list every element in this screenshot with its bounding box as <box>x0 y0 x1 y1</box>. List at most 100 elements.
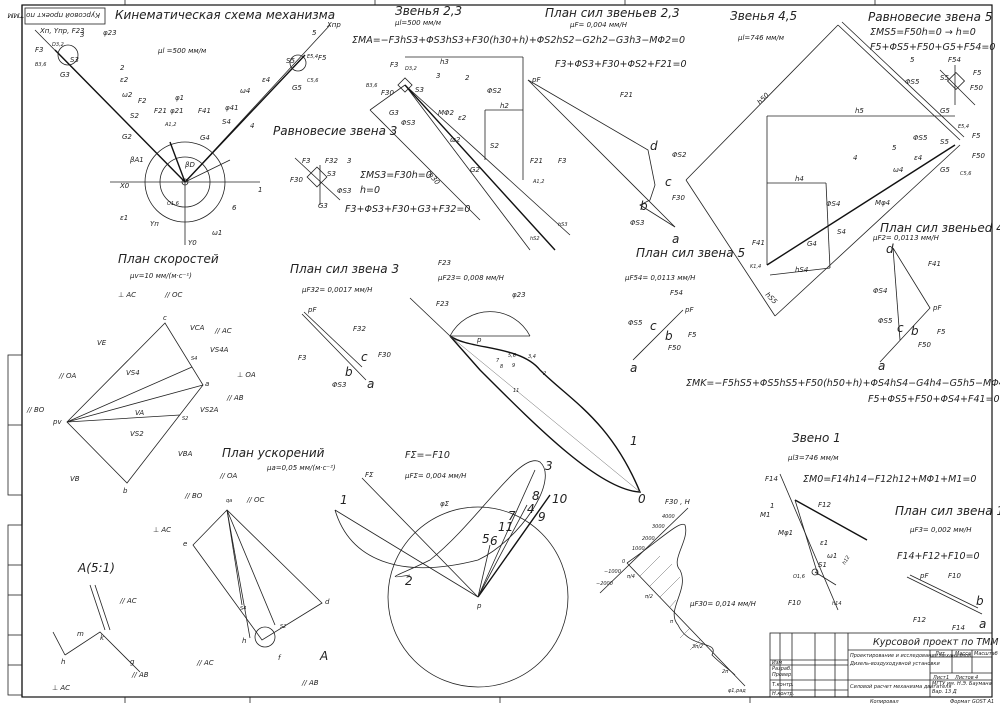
svg-text:b: b <box>640 199 648 213</box>
equilibrium-3: Равновесие звена 3 ΣMS3=F30h=0 h=0 F3+ΦS… <box>273 124 470 215</box>
svg-text:O1,6: O1,6 <box>167 201 179 207</box>
svg-text:a: a <box>979 617 986 631</box>
svg-text:μF3= 0,002 мм/Н: μF3= 0,002 мм/Н <box>909 526 972 534</box>
svg-text:VE: VE <box>97 339 107 347</box>
svg-text:3,4: 3,4 <box>528 354 536 360</box>
svg-text:4: 4 <box>975 675 978 681</box>
svg-text:F21: F21 <box>154 107 167 115</box>
svg-text:3: 3 <box>80 31 84 39</box>
svg-text:G4: G4 <box>200 134 210 142</box>
svg-text:0: 0 <box>622 559 625 565</box>
svg-text:Листов: Листов <box>954 675 974 681</box>
svg-text:F21: F21 <box>620 91 633 99</box>
svg-text:// AC: // AC <box>119 597 137 605</box>
svg-text:ΦS5: ΦS5 <box>628 319 643 327</box>
svg-text:φ1,рад: φ1,рад <box>728 688 746 694</box>
svg-text:c: c <box>163 314 167 322</box>
svg-text:ε1: ε1 <box>120 214 128 222</box>
svg-text:ε1: ε1 <box>820 539 828 547</box>
svg-text:VS4: VS4 <box>126 369 140 377</box>
svg-text:9: 9 <box>538 510 546 524</box>
svg-text:// BO: // BO <box>184 492 203 500</box>
svg-text:h=0: h=0 <box>360 185 380 196</box>
svg-text:⊥ OA: ⊥ OA <box>237 371 256 379</box>
svg-text:b: b <box>123 487 128 495</box>
svg-text:ΦS5: ΦS5 <box>913 134 928 142</box>
svg-text:11: 11 <box>513 388 519 394</box>
svg-text:Вар. 13 Д: Вар. 13 Д <box>932 689 957 695</box>
svg-text:pF: pF <box>919 572 929 580</box>
svg-text:F14+F12+F10=0: F14+F12+F10=0 <box>897 551 980 562</box>
svg-text:p: p <box>476 602 482 610</box>
svg-text:S3: S3 <box>70 56 79 64</box>
svg-text:h50: h50 <box>756 91 771 106</box>
svg-text:p: p <box>476 336 482 344</box>
force-plan1-title: План сил звена 1 <box>895 504 1000 518</box>
svg-text:S2: S2 <box>280 624 286 630</box>
svg-text:ω4: ω4 <box>240 87 250 95</box>
svg-text:hS2: hS2 <box>530 236 540 242</box>
svg-text:μF30= 0,014 мм/Н: μF30= 0,014 мм/Н <box>689 600 757 608</box>
svg-text:G2: G2 <box>470 166 480 174</box>
svg-text:π/4: π/4 <box>627 574 635 580</box>
svg-text:Проектирование и исследование: Проектирование и исследование механизмов <box>850 653 971 659</box>
svg-text:ω1: ω1 <box>827 552 837 560</box>
kinematic-scale: μl =500 мм/м <box>157 47 207 55</box>
svg-text:ΦS5: ΦS5 <box>905 78 920 86</box>
svg-text:A: A <box>319 649 328 663</box>
moment-k-equation: ΣMK=−F5hS5+ΦS5hS5+F50(h50+h)+ΦS4hS4−G4h4… <box>686 378 1000 389</box>
force-plan45-scale: μF2= 0,0113 мм/Н <box>872 234 940 242</box>
svg-text:F54: F54 <box>948 56 961 64</box>
svg-text:F23: F23 <box>438 259 451 267</box>
links-4-5: Звенья 4,5 μl=746 мм/м h50 h5 h4 hS4 hS5… <box>685 9 985 317</box>
svg-text:1: 1 <box>630 434 638 448</box>
svg-text:h14: h14 <box>832 601 842 607</box>
svg-text:μFΣ= 0,004 мм/Н: μFΣ= 0,004 мм/Н <box>404 472 467 480</box>
svg-text:G3: G3 <box>60 71 70 79</box>
svg-text:S4: S4 <box>222 118 231 126</box>
svg-text:3000: 3000 <box>652 524 665 530</box>
upper-stamp-text: Курсовой проект по ТММ <box>8 11 100 19</box>
accel-title: План ускорений <box>222 446 325 460</box>
svg-text:// OA: // OA <box>219 472 237 480</box>
svg-text:φ23: φ23 <box>103 29 117 37</box>
svg-text:F5: F5 <box>973 69 982 77</box>
links23-scale: μl=500 мм/м <box>394 19 442 27</box>
svg-text:5: 5 <box>892 144 897 152</box>
svg-text:c: c <box>897 321 904 335</box>
svg-text:F5: F5 <box>688 331 697 339</box>
svg-text:ΦS2: ΦS2 <box>672 151 687 159</box>
svg-text:2π: 2π <box>722 669 729 675</box>
svg-text:Копировал: Копировал <box>870 699 899 705</box>
svg-text:F41: F41 <box>198 107 211 115</box>
svg-text:a: a <box>630 361 637 375</box>
svg-text:E5,4: E5,4 <box>307 54 318 60</box>
moment-k-vector-equation: F5+ΦS5+F50+ΦS4+F41=0 <box>868 394 1000 405</box>
svg-text:a: a <box>878 359 885 373</box>
svg-text:S2: S2 <box>490 142 499 150</box>
svg-text:MΦ2: MΦ2 <box>438 109 455 117</box>
svg-text:3π/2: 3π/2 <box>692 644 703 650</box>
zone-markers <box>124 0 876 703</box>
svg-text:S2: S2 <box>130 112 139 120</box>
kinematic-title: Кинематическая схема механизма <box>115 8 335 22</box>
links45-scale: μl=746 мм/м <box>737 34 785 42</box>
link-1: Звено 1 μl3=746 мм/м ΣM0=F14h14−F12h12+M… <box>760 431 976 611</box>
svg-text:Масса: Масса <box>955 651 971 657</box>
svg-text:F5: F5 <box>937 328 946 336</box>
svg-text:Масштаб: Масштаб <box>974 651 998 657</box>
svg-text:S3: S3 <box>327 170 336 178</box>
svg-text:F2: F2 <box>138 97 147 105</box>
svg-text:d: d <box>650 139 658 153</box>
svg-text:pF: pF <box>684 306 694 314</box>
svg-text:h3: h3 <box>440 58 449 66</box>
svg-text:Разраб.: Разраб. <box>772 666 792 672</box>
svg-text:Формат GOST A1: Формат GOST A1 <box>950 699 994 705</box>
svg-text:1000: 1000 <box>632 546 645 552</box>
detail-a: A(5:1) // AC // AB ⊥ AC m k h g <box>52 561 149 692</box>
svg-text:φΣ: φΣ <box>440 500 450 508</box>
svg-text:A1,2: A1,2 <box>164 122 176 128</box>
svg-text:Провер.: Провер. <box>772 672 793 678</box>
svg-text:b: b <box>665 329 673 343</box>
link1-title: Звено 1 <box>792 431 841 445</box>
